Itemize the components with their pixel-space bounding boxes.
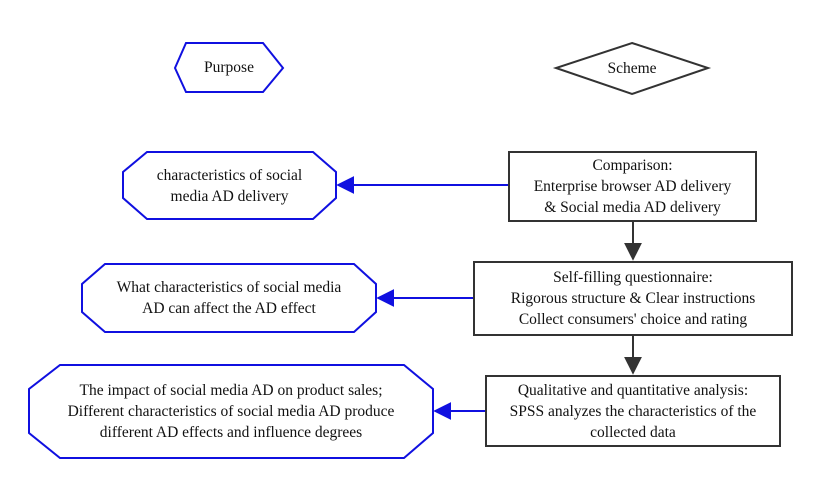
purpose-item-1-octagon xyxy=(122,151,337,220)
purpose-item-1-text: characteristics of social media AD deliv… xyxy=(156,166,303,205)
scheme-step-3-box xyxy=(485,375,781,447)
scheme-step-2-text: Self-filling questionnaire: Rigorous str… xyxy=(510,269,756,328)
purpose-item-3-text: The impact of social media AD on product… xyxy=(67,382,395,441)
scheme-step-3-text: Qualitative and quantitative analysis: S… xyxy=(509,381,757,441)
purpose-item-2-text: What characteristics of social media AD … xyxy=(116,279,342,317)
scheme-header-label: Scheme xyxy=(607,60,657,77)
scheme-header-diamond xyxy=(552,41,712,96)
scheme-step-1-text: Comparison: Enterprise browser AD delive… xyxy=(533,157,732,216)
scheme-step-2-box xyxy=(473,261,793,336)
purpose-item-2-octagon xyxy=(81,263,377,333)
purpose-item-3-octagon xyxy=(28,364,434,459)
purpose-header-hexagon xyxy=(173,42,285,93)
scheme-step-1-box xyxy=(508,151,757,222)
purpose-header-label: Purpose xyxy=(204,59,254,76)
